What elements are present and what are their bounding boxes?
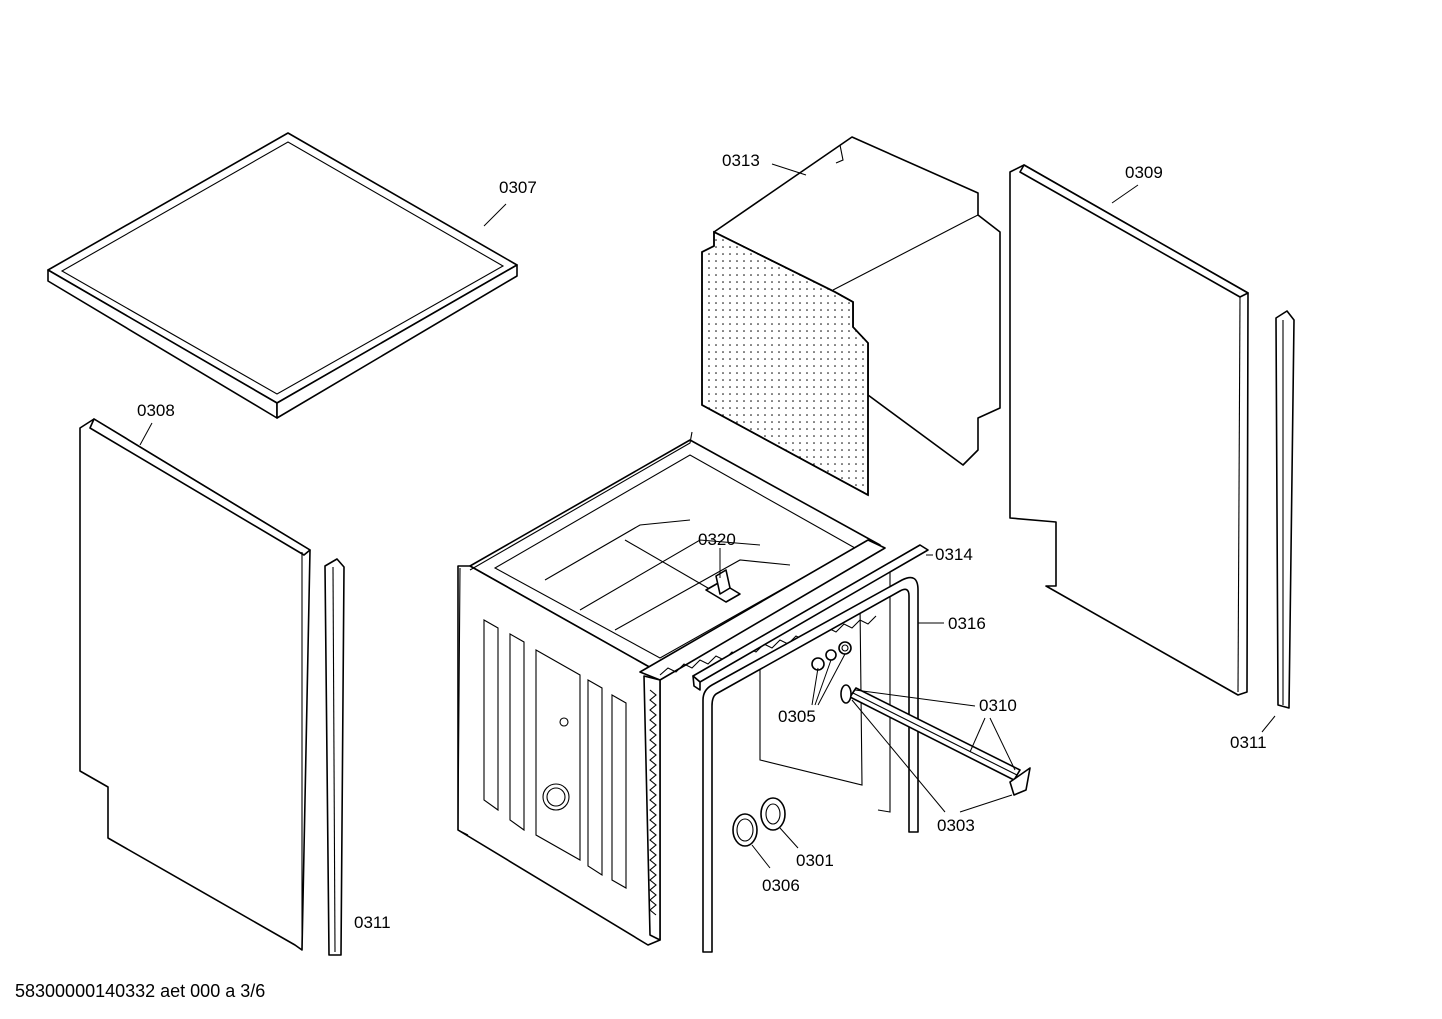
label-0303: 0303 xyxy=(937,816,975,835)
label-0316: 0316 xyxy=(948,614,986,633)
label-0311-left: 0311 xyxy=(354,913,391,932)
label-0306: 0306 xyxy=(762,876,800,895)
label-0307: 0307 xyxy=(499,178,537,197)
label-0311-right: 0311 xyxy=(1230,733,1267,752)
part-tub-body xyxy=(457,431,891,946)
part-0307-top-cover: 0307 xyxy=(47,132,537,419)
part-0310-hose: 0310 xyxy=(840,684,1031,796)
part-0313-insulation: 0313 xyxy=(701,136,1001,497)
label-0301: 0301 xyxy=(796,851,834,870)
label-0320: 0320 xyxy=(698,530,736,549)
part-0301-nut: 0301 xyxy=(760,797,834,870)
drawing-code: 58300000140332 aet 000 a 3/6 xyxy=(15,981,265,1001)
part-0320-clip: 0320 xyxy=(698,530,741,603)
part-0311-left-strip: 0311 xyxy=(324,558,391,956)
part-0305-screws: 0305 xyxy=(778,641,852,726)
label-0313: 0313 xyxy=(722,151,760,170)
label-0314: 0314 xyxy=(935,545,973,564)
part-0306-seal-ring: 0306 xyxy=(732,813,800,895)
part-0314-rail: 0314 xyxy=(692,544,973,691)
part-0303-clamp: 0303 xyxy=(851,699,1013,835)
part-0311-right-strip: 0311 xyxy=(1230,310,1295,752)
part-0309-right-panel: 0309 xyxy=(1009,163,1249,696)
part-0316-seal: 0316 xyxy=(702,576,986,953)
tub-teeth xyxy=(649,615,877,916)
label-0305: 0305 xyxy=(778,707,816,726)
label-0309: 0309 xyxy=(1125,163,1163,182)
part-0308-left-panel: 0308 xyxy=(79,401,311,951)
label-0308: 0308 xyxy=(137,401,175,420)
label-0310: 0310 xyxy=(979,696,1017,715)
